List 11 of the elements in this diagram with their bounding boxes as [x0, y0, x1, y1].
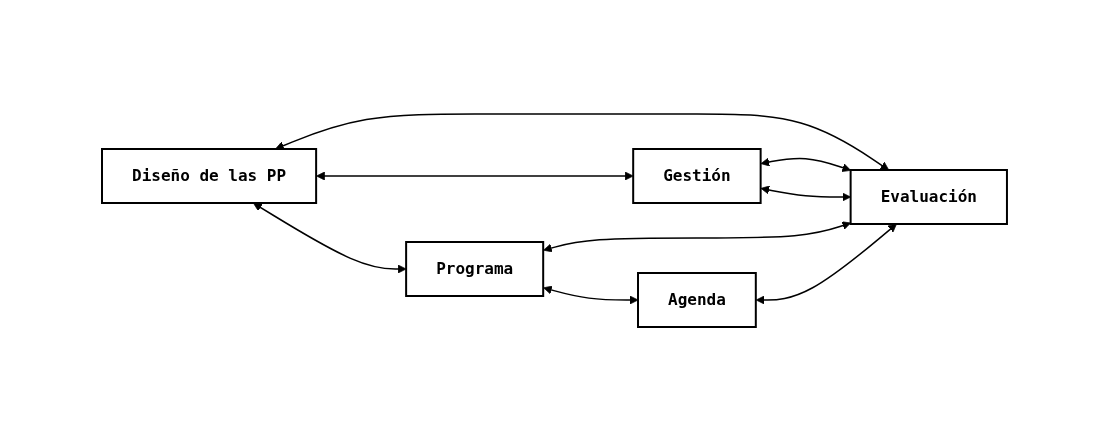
arrow: [274, 112, 889, 170]
node-box: Evaluación: [849, 168, 1008, 225]
arrow: [755, 223, 897, 304]
arrow: [542, 285, 638, 304]
node-box: Agenda: [636, 271, 757, 328]
arrow: [542, 220, 851, 252]
arrow: [760, 185, 851, 201]
arrow: [760, 157, 851, 172]
node-box: Gestión: [631, 147, 762, 204]
node-box: Diseño de las PP: [100, 147, 317, 204]
node-box: Programa: [404, 240, 544, 297]
